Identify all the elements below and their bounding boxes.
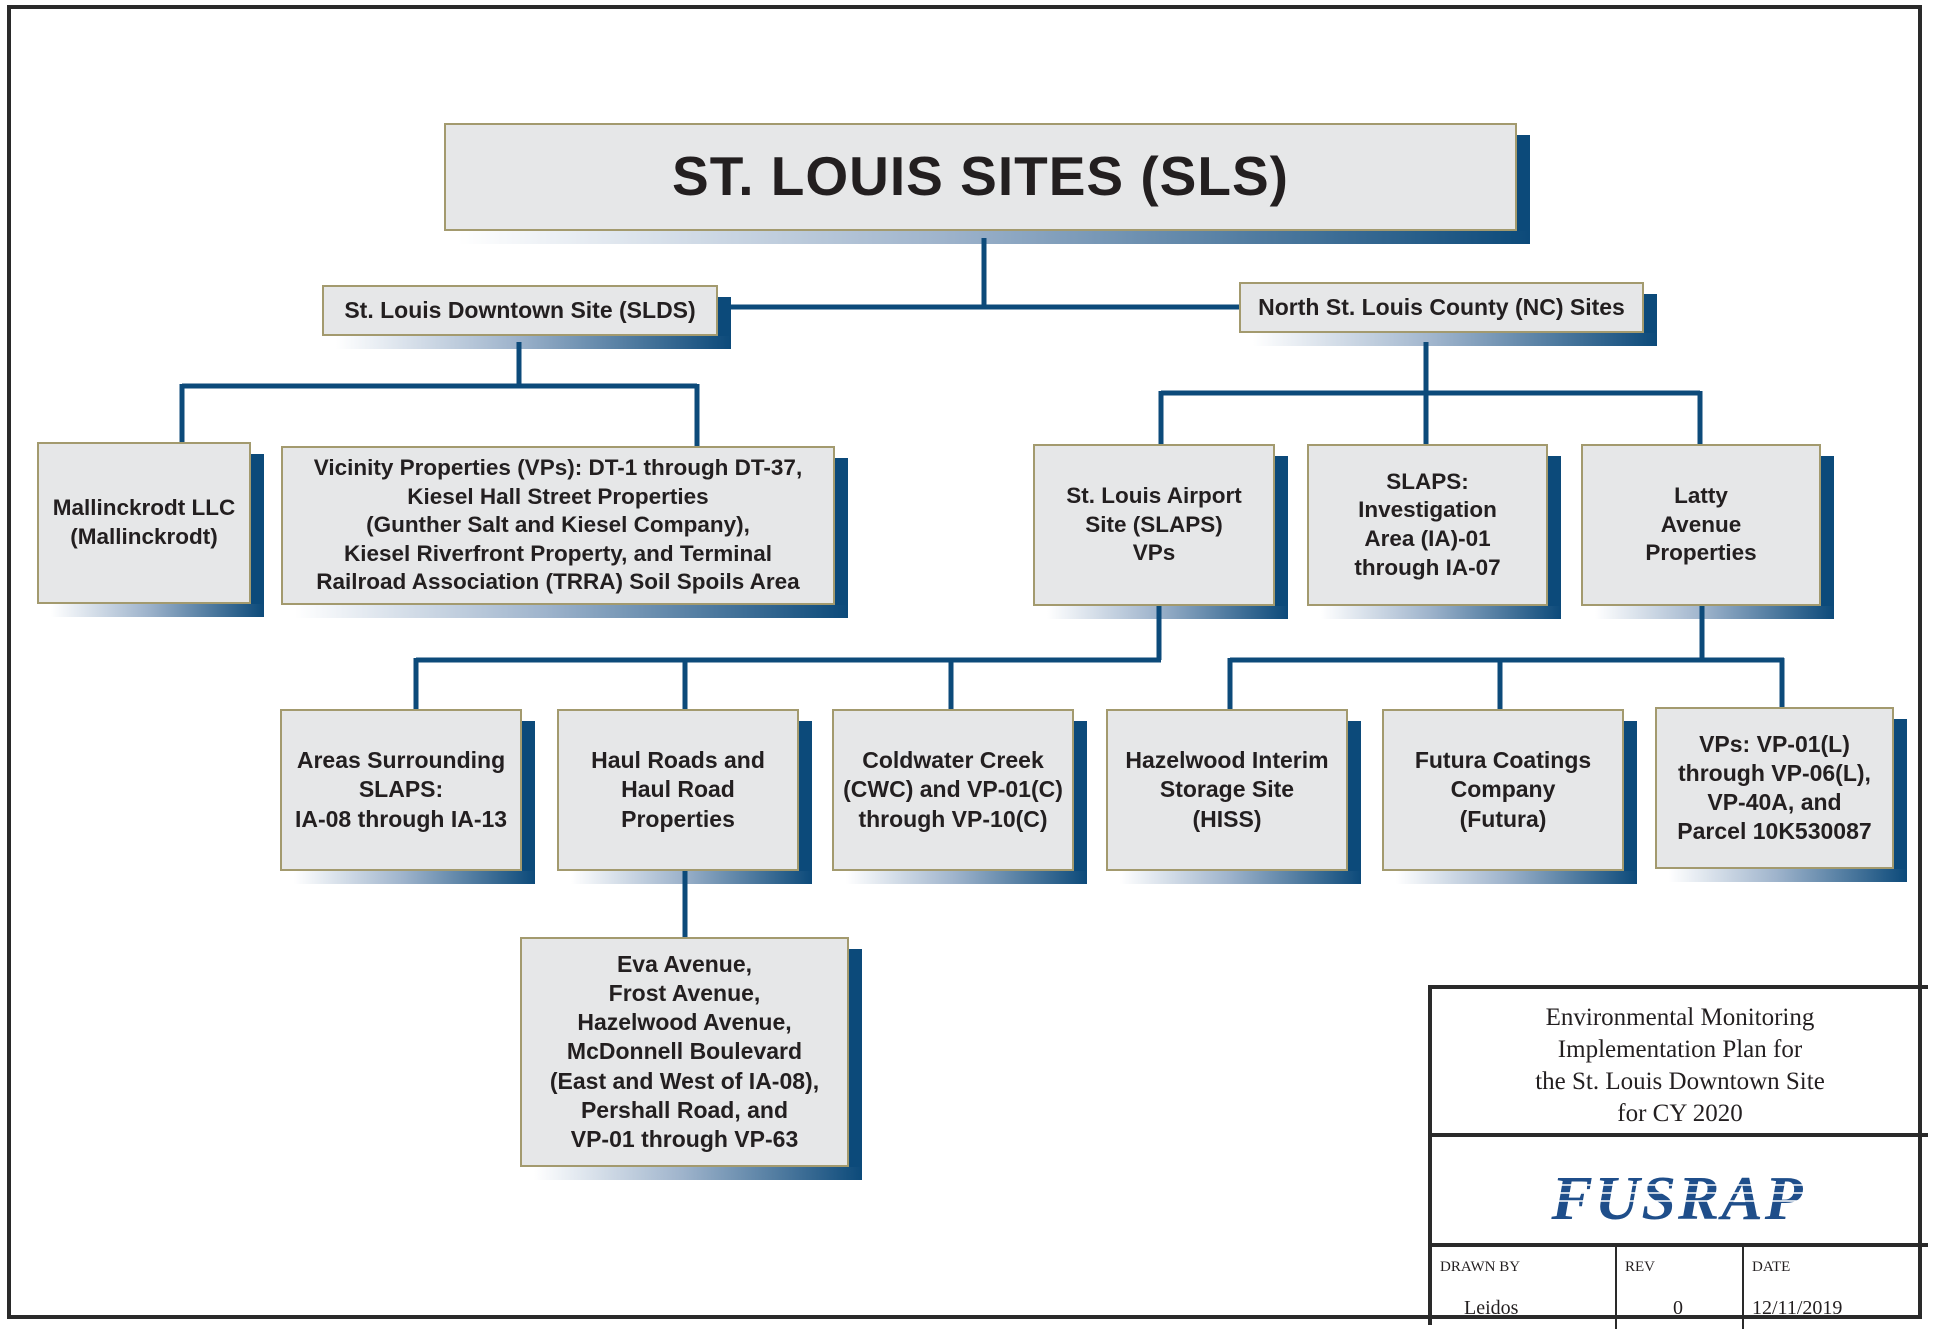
drawing-frame <box>7 5 1922 1319</box>
drawn-by-cell: DRAWN BY Leidos <box>1432 1247 1617 1329</box>
box-line: Haul Roads and <box>591 747 765 774</box>
box-line: IA-08 through IA-13 <box>294 805 508 832</box>
slaps-ia-box: SLAPS: Investigation Area (IA)-01 throug… <box>1307 444 1561 619</box>
box-line: VPs <box>1132 540 1176 566</box>
description-line: the St. Louis Downtown Site <box>1535 1068 1825 1095</box>
haul-streets-box: Eva Avenue, Frost Avenue, Hazelwood Aven… <box>520 937 862 1180</box>
box-line: (Futura) <box>1459 805 1547 832</box>
box-line: Vicinity Properties (VPs): DT-1 through … <box>313 455 803 481</box>
drawn-by-value: Leidos <box>1464 1297 1519 1319</box>
date-label: DATE <box>1752 1259 1791 1275</box>
box-line: Coldwater Creek <box>862 747 1044 774</box>
title-block: Environmental Monitoring Implementation … <box>1428 985 1928 1329</box>
box-line: Kiesel Hall Street Properties <box>407 483 709 509</box>
connector-nc <box>1158 342 1703 444</box>
box-line: Investigation <box>1358 497 1497 523</box>
slds-box: St. Louis Downtown Site (SLDS) <box>322 285 731 349</box>
box-line: Railroad Association (TRRA) Soil Spoils … <box>316 569 800 595</box>
nc-label: North St. Louis County (NC) Sites <box>1258 293 1625 320</box>
box-line: Site (SLAPS) <box>1085 511 1223 537</box>
box-line: Properties <box>1645 540 1757 566</box>
date-value: 12/11/2019 <box>1752 1297 1843 1319</box>
box-line: St. Louis Airport <box>1066 483 1242 509</box>
box-line: Pershall Road, and <box>580 1096 789 1123</box>
box-line: Kiesel Riverfront Property, and Terminal <box>343 540 772 566</box>
rev-value: 0 <box>1673 1297 1683 1319</box>
box-line: (CWC) and VP-01(C) <box>843 776 1063 803</box>
description-line: for CY 2020 <box>1617 1100 1743 1127</box>
box-line: (Mallinckrodt) <box>70 524 218 549</box>
box-line: Futura Coatings <box>1414 747 1592 774</box>
fusrap-logo-text: FUSRAP <box>1550 1165 1804 1233</box>
slaps-vps-box: St. Louis Airport Site (SLAPS) VPs <box>1033 444 1288 619</box>
connector-slaps <box>413 605 1162 709</box>
box-line: (Gunther Salt and Kiesel Company), <box>366 512 750 538</box>
slds-label: St. Louis Downtown Site (SLDS) <box>344 296 696 323</box>
box-line: through VP-06(L), <box>1678 759 1871 786</box>
box-line: SLAPS: <box>1386 468 1469 494</box>
box-line: McDonnell Boulevard <box>566 1038 803 1065</box>
title-box: ST. LOUIS SITES (SLS) <box>444 123 1530 244</box>
box-line: Mallinckrodt LLC <box>52 495 236 521</box>
rev-cell: REV 0 <box>1617 1247 1744 1329</box>
box-line: Frost Avenue, <box>608 979 761 1006</box>
areas-surrounding-box: Areas Surrounding SLAPS: IA-08 through I… <box>280 709 535 884</box>
fusrap-logo-mark: FUSRAP <box>1492 1165 1868 1233</box>
box-line: Eva Avenue, <box>616 950 753 977</box>
description-line: Implementation Plan for <box>1557 1036 1803 1063</box>
box-line: Areas Surrounding <box>296 747 506 774</box>
box-line: Avenue <box>1660 511 1742 537</box>
nc-box: North St. Louis County (NC) Sites <box>1239 282 1657 346</box>
box-line: Storage Site <box>1159 776 1295 803</box>
coldwater-creek-box: Coldwater Creek (CWC) and VP-01(C) throu… <box>832 709 1087 884</box>
box-line: VP-01 through VP-63 <box>570 1126 799 1152</box>
fusrap-logo: FUSRAP <box>1432 1137 1928 1247</box>
mallinckrodt-box: Mallinckrodt LLC (Mallinckrodt) <box>37 442 264 617</box>
box-line: Hazelwood Interim <box>1125 747 1329 774</box>
drawn-by-label: DRAWN BY <box>1440 1259 1521 1275</box>
connector-root <box>717 238 1240 310</box>
page-title: ST. LOUIS SITES (SLS) <box>672 145 1289 208</box>
document-description: Environmental Monitoring Implementation … <box>1432 989 1928 1137</box>
rev-label: REV <box>1625 1259 1655 1275</box>
latty-box: Latty Avenue Properties <box>1581 444 1834 619</box>
box-line: Latty <box>1674 483 1728 509</box>
futura-box: Futura Coatings Company (Futura) <box>1382 709 1637 884</box>
box-line: Hazelwood Avenue, <box>577 1009 792 1036</box>
box-line: through VP-10(C) <box>858 805 1048 832</box>
connector-latty <box>1227 606 1785 709</box>
box-line: SLAPS: <box>358 776 444 803</box>
vicinity-properties-box: Vicinity Properties (VPs): DT-1 through … <box>281 446 848 618</box>
box-line: through IA-07 <box>1354 554 1501 580</box>
box-line: VP-40A, and <box>1707 789 1842 815</box>
box-line: Company <box>1450 776 1556 803</box>
box-line: (East and West of IA-08), <box>549 1067 820 1094</box>
box-line: Haul Road <box>621 776 735 803</box>
box-line: (HISS) <box>1192 805 1262 832</box>
box-line: VPs: VP-01(L) <box>1699 730 1850 757</box>
latty-vps-box: VPs: VP-01(L) through VP-06(L), VP-40A, … <box>1655 707 1907 882</box>
box-line: Parcel 10K530087 <box>1677 818 1872 845</box>
haul-roads-box: Haul Roads and Haul Road Properties <box>557 709 812 884</box>
box-line: Properties <box>621 805 735 832</box>
connector-slds <box>179 342 700 446</box>
hiss-box: Hazelwood Interim Storage Site (HISS) <box>1106 709 1361 884</box>
description-line: Environmental Monitoring <box>1545 1004 1815 1031</box>
logo-stripes <box>1492 1184 1868 1202</box>
box-line: Area (IA)-01 <box>1364 526 1491 551</box>
date-cell: DATE 12/11/2019 <box>1744 1247 1928 1329</box>
